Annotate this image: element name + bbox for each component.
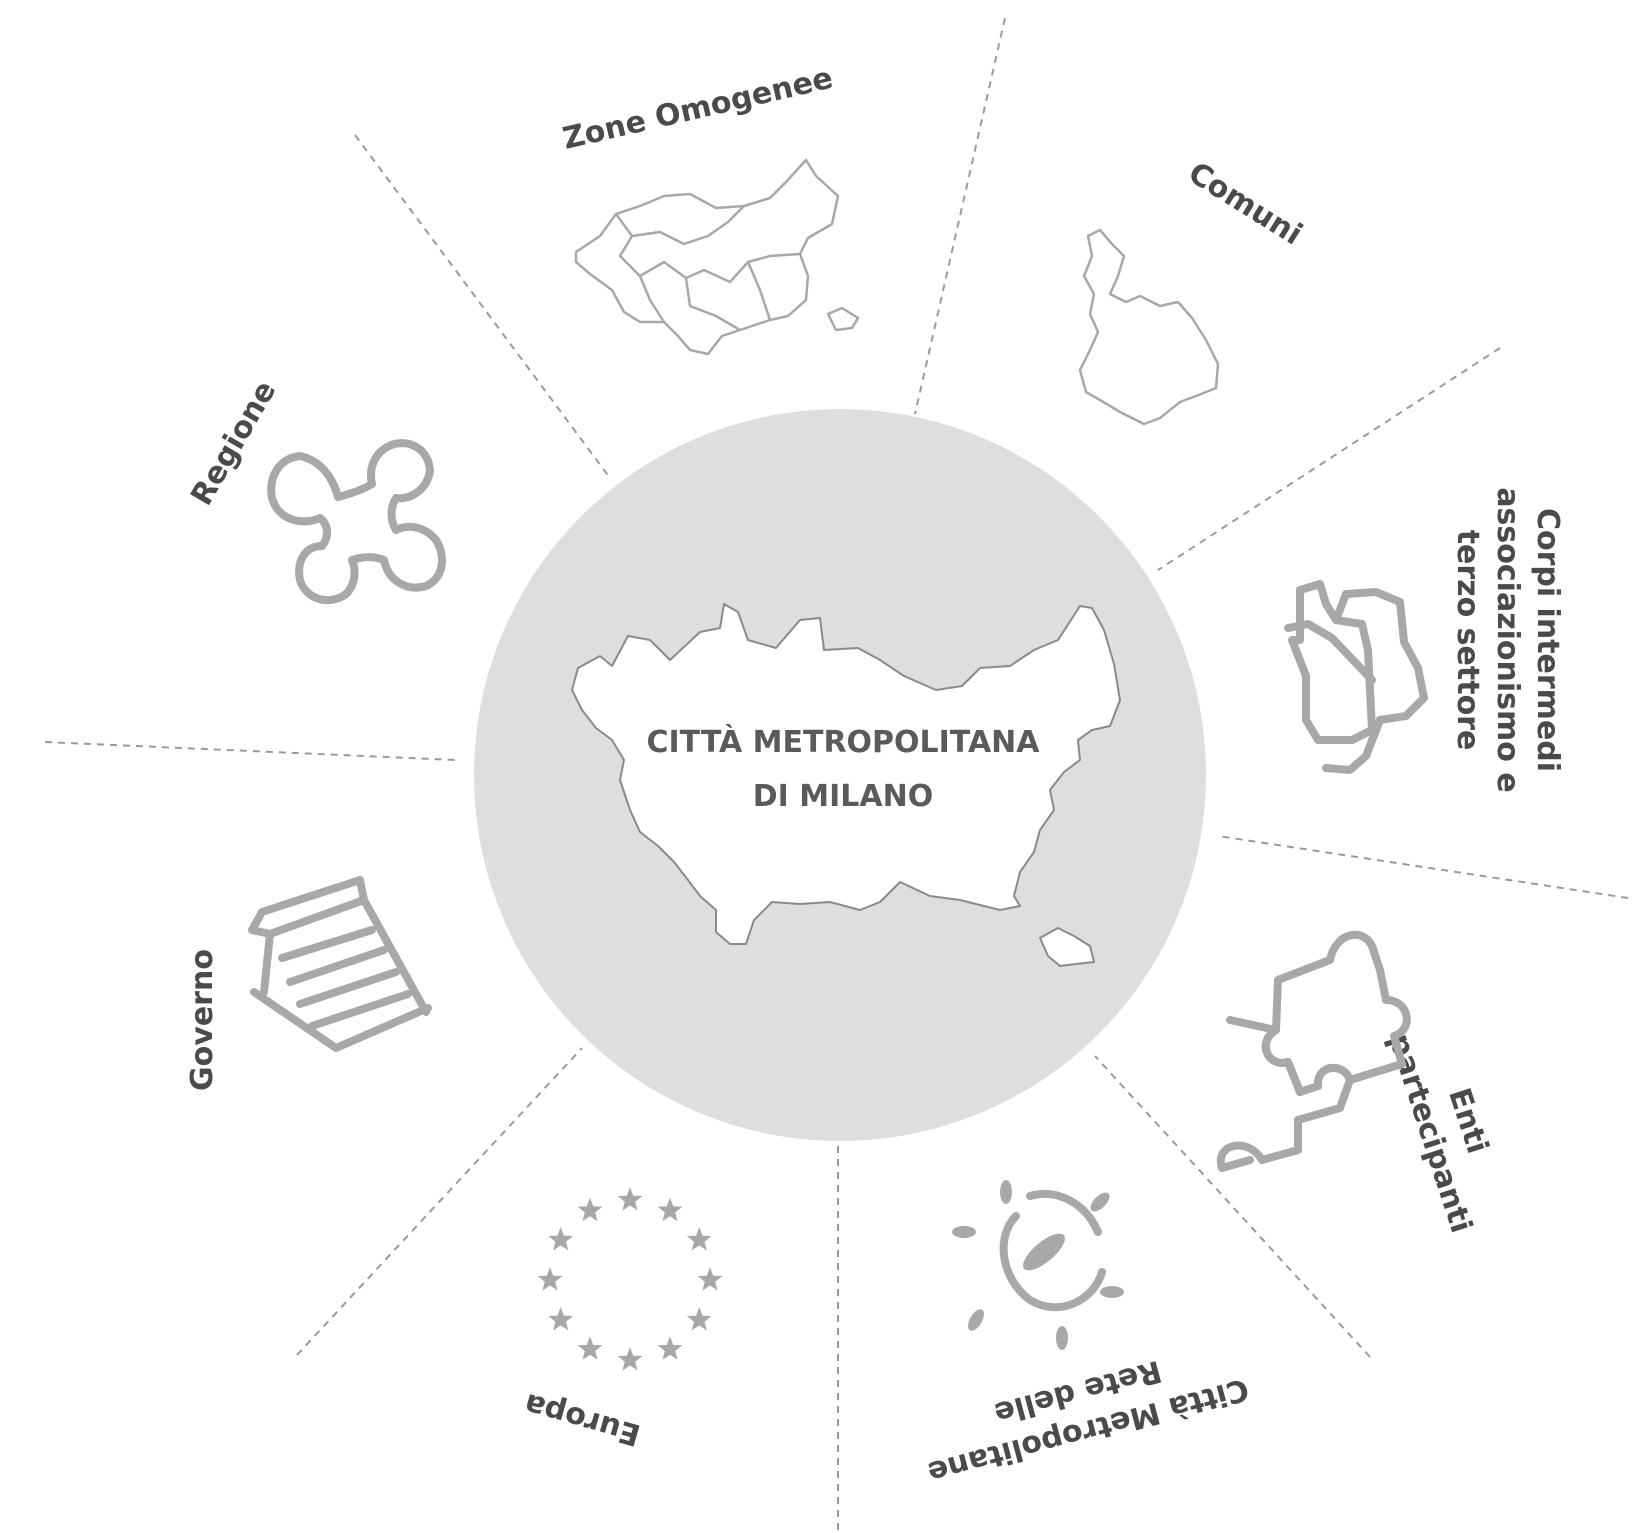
hands-outline-right — [1322, 588, 1428, 774]
sun-ray-1 — [1000, 1180, 1012, 1204]
zones-internal-borders — [614, 205, 801, 332]
puzzle-piece-bottom — [1216, 1016, 1354, 1172]
corpi-intermedi-label-line1: Corpi intermedi — [1530, 508, 1565, 772]
comuni-label: Comuni — [1182, 155, 1308, 252]
eu-stars-icon — [537, 1187, 723, 1371]
sector-rete-citta: Città Metropolitane Rete delle — [924, 1180, 1252, 1490]
building-base — [250, 988, 432, 1052]
building-roof — [248, 876, 368, 938]
europa-label: Europa — [520, 1386, 644, 1452]
hub-title-line2: DI MILANO — [753, 779, 933, 814]
hands-palm — [1284, 620, 1376, 684]
puzzle-icon — [1216, 930, 1411, 1172]
hands-together-icon — [1284, 580, 1428, 774]
sector-zone-omogenee: Zone Omogenee — [560, 61, 860, 356]
sun-ray-3 — [968, 1309, 984, 1331]
zones-map-icon — [574, 158, 860, 356]
zone-omogenee-label: Zone Omogenee — [560, 61, 837, 157]
eu-star — [548, 1307, 574, 1331]
milan-exclave-map — [1039, 927, 1095, 967]
zones-exclave — [826, 306, 860, 332]
sector-regione: Regione — [184, 375, 446, 605]
municipality-map-icon — [1078, 228, 1220, 426]
eu-star — [577, 1336, 603, 1360]
central-hub: CITTÀ METROPOLITANA DI MILANO — [474, 409, 1206, 1141]
sector-europa: Europa — [520, 1187, 723, 1452]
milan-territory-map — [571, 603, 1121, 945]
sun-core — [1023, 1233, 1065, 1271]
divider-enti-rete — [1094, 1055, 1371, 1358]
lombardy-rose-icon — [267, 439, 446, 605]
divider-europa-governo — [296, 1047, 583, 1356]
sector-enti-partecipanti: Enti partecipanti — [1216, 930, 1495, 1237]
sector-governo: Governo — [185, 876, 432, 1091]
building-columns — [260, 896, 430, 1030]
divider-comuni-corpi — [1157, 347, 1501, 571]
eu-star — [617, 1187, 643, 1211]
governo-label: Governo — [185, 949, 220, 1091]
eu-star — [657, 1336, 683, 1360]
zones-outline — [574, 158, 840, 356]
sector-dividers — [44, 17, 1629, 1530]
eu-star — [548, 1227, 574, 1251]
sun-arc — [999, 1212, 1106, 1312]
corpi-intermedi-label-line2: associazionismo e — [1490, 487, 1525, 792]
corpi-intermedi-label-line3: terzo settore — [1450, 530, 1485, 751]
divider-corpi-enti — [1217, 835, 1629, 899]
eu-star — [657, 1197, 683, 1222]
divider-governo-regione — [44, 741, 456, 761]
hands-outline-left — [1288, 580, 1376, 744]
divider-zone-comuni — [914, 17, 1006, 415]
eu-star — [617, 1347, 643, 1371]
sun-ray-6 — [1090, 1192, 1110, 1212]
eu-star — [686, 1227, 712, 1251]
eu-star — [686, 1307, 712, 1331]
eu-star — [577, 1197, 603, 1222]
sun-ray-2 — [952, 1226, 976, 1238]
eu-star — [537, 1267, 563, 1291]
hub-title-line1: CITTÀ METROPOLITANA — [647, 724, 1041, 760]
sector-corpi-intermedi: Corpi intermedi associazionismo e terzo … — [1284, 487, 1565, 793]
eu-star — [697, 1267, 723, 1291]
sun-ray-4 — [1056, 1326, 1068, 1350]
sector-comuni: Comuni — [1078, 155, 1308, 426]
sun-arc-top — [1026, 1189, 1102, 1236]
government-building-icon — [248, 876, 432, 1052]
sun-ray-5 — [1100, 1286, 1124, 1298]
network-sun-icon — [952, 1180, 1124, 1350]
divider-regione-zone — [354, 134, 611, 479]
